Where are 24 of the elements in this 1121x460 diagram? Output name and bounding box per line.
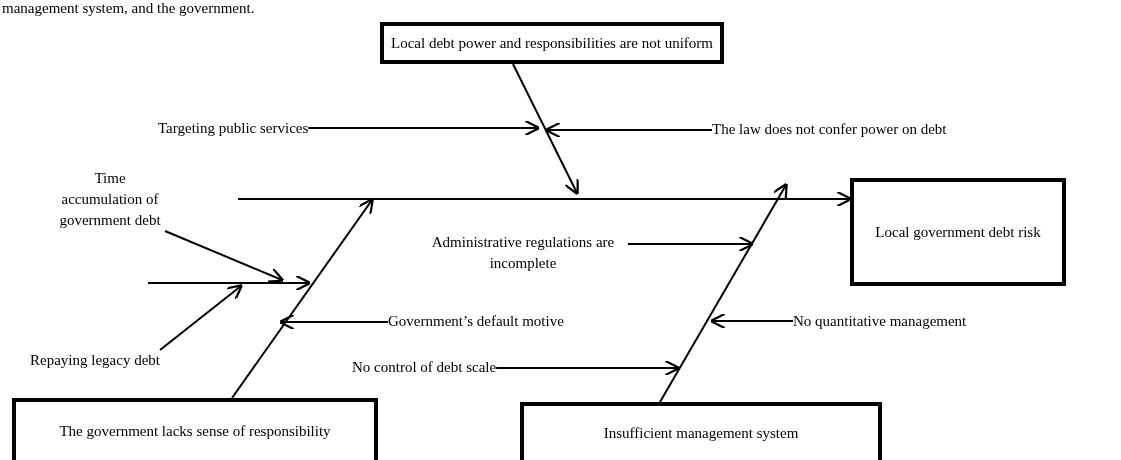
body-text: management system, and the government. <box>2 0 255 17</box>
cause-arrow <box>627 235 755 253</box>
bone-arrow <box>659 182 788 403</box>
bone-arrow <box>512 63 579 196</box>
cause-label: Administrative regulations are incomplete <box>418 232 628 274</box>
cause-label: Time accumulation of government debt <box>55 168 165 231</box>
cause-arrow <box>159 284 244 351</box>
category-box: Local debt power and responsibilities are not uniform <box>380 22 724 64</box>
cause-arrow <box>495 359 681 377</box>
cause-label: Government’s default motive <box>388 311 564 332</box>
cause-label: No control of debt scale <box>352 357 497 378</box>
cause-arrow <box>709 312 794 330</box>
cause-arrow <box>164 230 285 283</box>
bone-arrow <box>231 197 374 399</box>
cause-label: No quantitative management <box>793 311 967 332</box>
cause-label: Targeting public services <box>158 118 309 139</box>
cause-label: Repaying legacy debt <box>30 350 160 371</box>
category-box: Insufficient management system <box>520 402 882 460</box>
cause-arrow <box>544 121 713 139</box>
cause-arrow <box>278 313 389 331</box>
effect-box: Local government debt risk <box>850 178 1066 286</box>
cause-arrow <box>307 119 541 137</box>
cause-label: The law does not confer power on debt <box>712 119 947 140</box>
category-box: The government lacks sense of responsibility <box>12 398 378 460</box>
